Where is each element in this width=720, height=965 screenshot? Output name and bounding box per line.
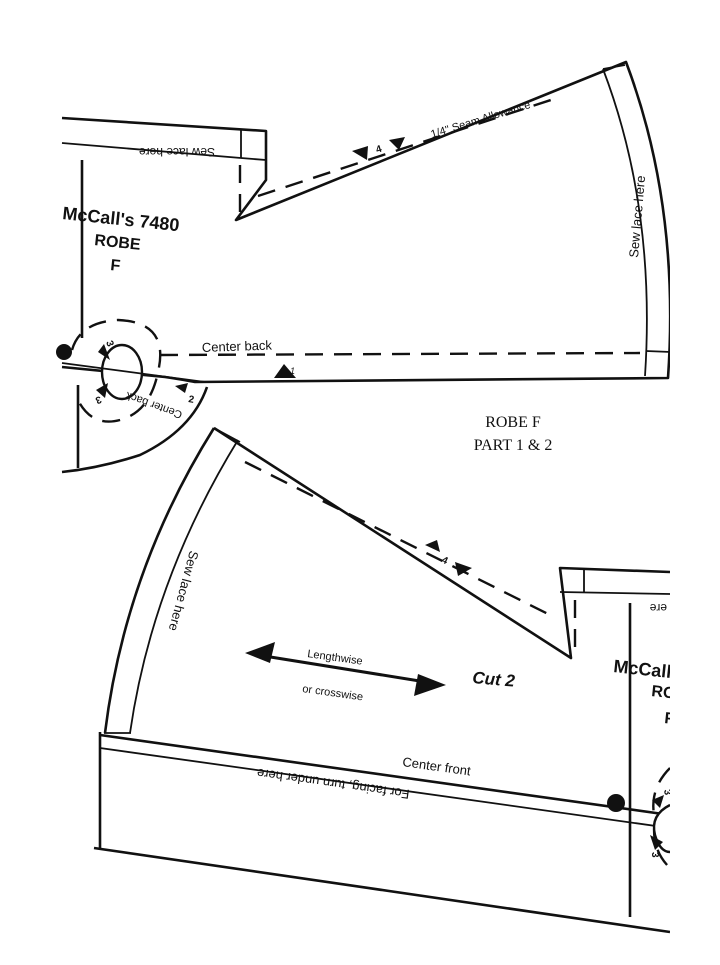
back-notch-3b [96,383,108,398]
brand-line2-label: ROBE [94,232,142,254]
back-notch-2 [175,383,188,393]
front-piece-outline [213,426,671,660]
front-notch-4a [425,540,440,552]
back-piece: 1/4" Seam Allowance 4 Sew lace here Sew … [56,60,672,474]
grainline-label-2: or crosswise [302,683,364,703]
center-back-label: Center back [202,338,273,355]
front-notch-3a-label: 3 [661,789,673,797]
brand-partial-line3: F [664,710,676,728]
front-dot-ring [652,767,673,871]
facing-label: For facing, turn under here [256,766,411,802]
back-dot-circle [100,343,144,401]
back-notch-3a-label: 3 [103,339,115,348]
front-lace-band-top [213,427,241,443]
brand-partial-line1: McCall [613,656,673,682]
back-notch-3a [98,344,110,360]
front-center-inner [99,747,671,829]
front-notch-4b [455,562,472,576]
back-notch-4-label: 4 [375,144,384,156]
front-lace-band [129,439,239,734]
cut-label: Cut 2 [472,668,517,691]
front-center-outer [99,733,671,817]
back-notch-1 [274,364,296,378]
back-lace-band-right [602,68,648,377]
front-notch-3b-label: 3 [649,852,660,858]
front-notch-3b [650,835,663,850]
back-lace-band-bottom [645,350,672,353]
back-piece-lower-curve [61,386,209,474]
front-notch-4-label: 4 [440,555,450,568]
front-seam-top [244,460,557,620]
back-lace-band-line [61,142,242,159]
front-piece-bottom-edge [93,846,671,934]
back-notch-3b-label: 3 [93,393,102,405]
front-sew-lace-partial-label: ere [649,601,667,615]
front-dot-marker [607,794,625,812]
front-notch-3a [652,795,664,808]
front-piece: Sew lace here 4 Lengthwise or crosswise … [93,426,677,934]
brand-line3-label: F [110,257,122,275]
front-right-band [559,591,671,595]
brand-partial-line2: RO [651,683,677,702]
brand-label: McCall's 7480 [62,203,181,235]
back-lace-band-corner [240,157,267,161]
back-notch-4b [389,137,405,150]
center-front-label: Center front [402,754,472,778]
back-notch-1-label: 1 [290,366,295,376]
pattern-subtitle: PART 1 & 2 [474,437,553,454]
front-sew-lace-label: Sew lace here [166,549,202,632]
back-seam-center [159,351,641,357]
back-seam-top [257,95,561,198]
grainline-arrow [245,642,446,696]
pattern-title: ROBE F [485,414,541,431]
back-seam-allowance-label: 1/4" Seam Allowance [429,99,532,141]
front-piece-left-curve [103,427,216,734]
back-centerline-inner [61,362,206,383]
back-notch-2-label: 2 [187,394,195,406]
right-margin [670,0,720,960]
back-dot-ring [70,318,162,423]
back-lace-band-top [602,64,626,70]
back-dot-marker [56,344,72,360]
back-notch-4a [352,146,368,160]
back-sew-lace-side-label: Sew lace here [626,175,648,258]
back-sew-lace-top-label: Sew lace here [139,145,215,159]
